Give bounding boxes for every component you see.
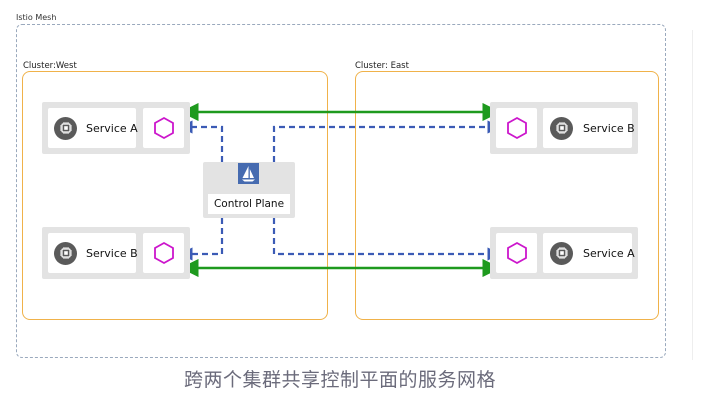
- service-name: Service A: [86, 121, 138, 135]
- proxy-card-east-a[interactable]: [496, 233, 537, 273]
- istio-sail-icon: [238, 163, 259, 184]
- microchip-icon: [550, 241, 573, 265]
- divider-line: [692, 30, 693, 360]
- control-link-west-bottom: [179, 218, 224, 261]
- service-card-east-b[interactable]: Service B: [543, 108, 635, 148]
- service-card-west-a[interactable]: Service A: [48, 108, 138, 148]
- microchip-icon: [54, 116, 77, 140]
- control-link-east-bottom: [272, 218, 501, 261]
- microchip-icon: [550, 116, 573, 140]
- control-link-west-top: [179, 120, 224, 162]
- proxy-card-west-b[interactable]: [143, 233, 184, 273]
- proxy-card-east-b[interactable]: [496, 108, 537, 148]
- service-name: Service B: [583, 121, 635, 135]
- control-plane-label: Control Plane: [208, 194, 290, 214]
- istio-mesh-boundary: [16, 24, 666, 358]
- mesh-label: Istio Mesh: [16, 13, 57, 22]
- hexagon-icon: [506, 241, 527, 265]
- microchip-icon: [54, 241, 77, 265]
- control-link-east-top: [272, 120, 501, 162]
- service-card-west-b[interactable]: Service B: [48, 233, 138, 273]
- proxy-card-west-a[interactable]: [143, 108, 184, 148]
- hexagon-icon: [506, 116, 527, 140]
- hexagon-icon: [153, 241, 174, 265]
- hexagon-icon: [153, 116, 174, 140]
- cluster-west-label: Cluster:West: [23, 61, 77, 71]
- diagram-caption: 跨两个集群共享控制平面的服务网格: [183, 369, 496, 391]
- cluster-east: [355, 71, 659, 320]
- service-name: Service A: [583, 246, 635, 260]
- cluster-west: [22, 71, 328, 320]
- cluster-east-label: Cluster: East: [355, 61, 409, 71]
- service-card-east-a[interactable]: Service A: [543, 233, 635, 273]
- service-name: Service B: [86, 246, 138, 260]
